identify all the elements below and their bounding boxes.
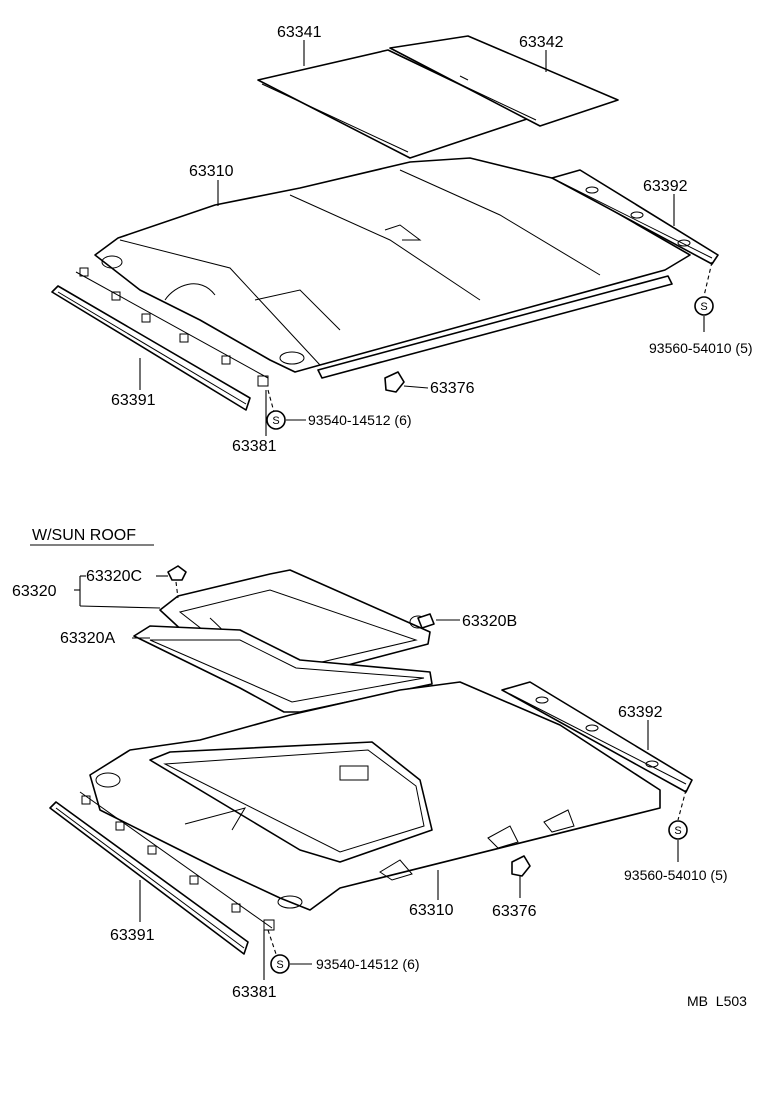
screw-symbol-lower-right: S	[668, 820, 688, 840]
label-63341: 63341	[277, 24, 322, 41]
svg-text:S: S	[272, 415, 279, 427]
drawing-code: MB L503	[687, 993, 747, 1009]
label-63320C: 63320C	[86, 568, 142, 585]
label-63310: 63310	[189, 163, 234, 180]
section-title: W/SUN ROOF	[32, 527, 136, 544]
headliner-63310	[94, 157, 691, 379]
clip-63376-upper	[384, 371, 405, 393]
label-screw-right-lower: 93560-54010 (5)	[624, 867, 728, 883]
label-63392: 63392	[643, 178, 688, 195]
label-63381: 63381	[232, 438, 277, 455]
clip-63320C	[167, 565, 187, 581]
headliner-63310-lower	[89, 681, 661, 911]
svg-text:S: S	[700, 301, 707, 313]
label-63320B: 63320B	[462, 613, 517, 630]
label-63320A: 63320A	[60, 630, 115, 647]
trim-63392-lower	[501, 681, 693, 793]
clip-63376-lower	[511, 855, 531, 877]
pad-63342	[389, 35, 619, 127]
label-screw-left-lower: 93540-14512 (6)	[316, 956, 420, 972]
label-63381-lower: 63381	[232, 984, 277, 1001]
label-63376: 63376	[430, 380, 475, 397]
trim-63391-lower	[49, 791, 275, 955]
svg-text:S: S	[674, 825, 681, 837]
label-63391-lower: 63391	[110, 927, 155, 944]
label-screw-left-upper: 93540-14512 (6)	[308, 412, 412, 428]
screw-symbol-upper-right: S	[694, 296, 714, 316]
lower-assembly: W/SUN ROOF	[12, 527, 728, 1001]
screw-symbol-lower-left: S	[270, 954, 290, 974]
svg-text:S: S	[276, 959, 283, 971]
label-63342: 63342	[519, 34, 564, 51]
screw-symbol-upper-left: S	[266, 410, 286, 430]
trim-63392-upper	[551, 169, 719, 265]
clip-63320B	[417, 613, 435, 629]
label-63310-lower: 63310	[409, 902, 454, 919]
label-63320: 63320	[12, 583, 57, 600]
label-63391: 63391	[111, 392, 156, 409]
label-63376-lower: 63376	[492, 903, 537, 920]
label-63392-lower: 63392	[618, 704, 663, 721]
upper-assembly: S S 63341 63342 63310 63392 93560-54010 …	[51, 24, 753, 455]
label-screw-right-upper: 93560-54010 (5)	[649, 340, 753, 356]
sunroof-seal-63320A	[133, 625, 433, 713]
trim-63391-upper	[51, 267, 269, 411]
